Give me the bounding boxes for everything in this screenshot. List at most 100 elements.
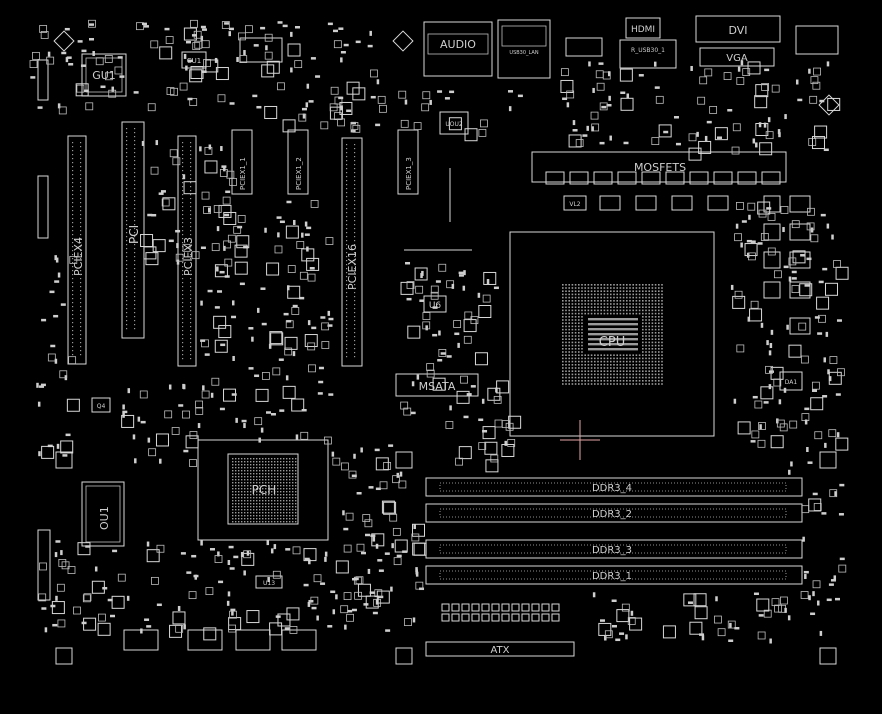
cpu-pin <box>658 357 660 360</box>
slot-pin <box>190 230 192 232</box>
smd-cap <box>343 544 352 553</box>
slot-pin <box>126 256 128 258</box>
pciex16-slot[interactable]: PCIEX16 <box>341 137 363 367</box>
slot-pin <box>72 294 74 296</box>
msata-connector[interactable]: MSATA <box>395 373 479 397</box>
pciex1-2-slot[interactable]: PCIEX1_2 <box>287 129 309 195</box>
pch-pin <box>265 509 267 511</box>
ddr3-1-slot[interactable]: DDR3_1 <box>425 565 803 585</box>
cpu-pin <box>632 360 634 363</box>
dvi-connector[interactable]: DVI <box>695 15 781 43</box>
cpu-center-bar <box>588 348 638 351</box>
pch-chip[interactable]: PCH <box>197 439 329 541</box>
pch-pin <box>289 458 291 460</box>
cpu-pin <box>587 290 590 292</box>
cpu-pin <box>654 373 657 376</box>
cpu-pin <box>626 284 628 286</box>
smd-resistor <box>831 234 834 240</box>
cpu-pin <box>600 380 602 382</box>
smd-cap <box>765 365 773 374</box>
cpu-socket[interactable]: CPU <box>509 231 715 460</box>
ou1-chip[interactable]: OU1 <box>81 481 125 547</box>
smd-ic <box>658 124 672 138</box>
pciex1-1-slot[interactable]: PCIEX1_1 <box>231 129 253 195</box>
smd-resistor <box>273 544 277 550</box>
pch-pin <box>295 458 297 460</box>
mosfets-area[interactable]: MOSFETS <box>531 151 787 183</box>
cpu-pin <box>645 309 647 312</box>
pch-pin <box>241 464 243 466</box>
cpu-pin <box>597 300 599 302</box>
cpu-pin <box>574 357 577 360</box>
da1-chip[interactable]: DA1 <box>779 371 803 391</box>
pciex3-slot[interactable]: PCIEX3 <box>177 135 197 367</box>
cpu-pin <box>651 325 654 328</box>
pch-pin <box>259 482 261 484</box>
smd-resistor <box>175 229 181 233</box>
pch-pin <box>256 473 258 475</box>
vl2-chip[interactable]: VL2 <box>563 195 587 211</box>
cpu-pin <box>619 354 622 356</box>
cpu-pin <box>565 316 567 318</box>
cpu-pin <box>562 373 564 376</box>
pch-pin <box>256 461 258 463</box>
ddr3-3-slot[interactable]: DDR3_3 <box>425 539 803 559</box>
cpu-pin <box>606 373 609 376</box>
pch-pin <box>265 494 267 496</box>
u6-chip[interactable]: U6 <box>423 295 447 313</box>
slot-pin <box>80 274 82 276</box>
ddr3-2-slot[interactable]: DDR3_2 <box>425 503 803 523</box>
pch-pin <box>244 461 246 463</box>
uou2-chip[interactable]: UOU2 <box>439 111 469 135</box>
smd-resistor <box>251 336 254 342</box>
smd-resistor <box>824 442 827 448</box>
smd-cap <box>453 320 462 328</box>
cpu-pin <box>600 360 602 363</box>
q4-chip[interactable]: Q4 <box>91 397 111 413</box>
cpu-pin <box>594 309 596 312</box>
slot-pin <box>134 236 136 238</box>
cpu-pin <box>648 284 650 286</box>
cpu-pin <box>568 351 570 353</box>
pch-pin <box>277 503 279 505</box>
smd-resistor <box>144 618 150 621</box>
pci-slot[interactable]: PCI <box>121 121 145 339</box>
u13-chip[interactable]: U13 <box>255 575 283 589</box>
cpu-pin <box>642 319 644 321</box>
smd-resistor <box>159 458 162 464</box>
smd-cap <box>463 335 472 344</box>
cpu-pin <box>590 357 593 360</box>
usb-lan-connector[interactable]: USB30_LAN <box>497 19 551 79</box>
r-usb-connector[interactable]: R_USB30_1 <box>619 39 677 69</box>
slot-pin <box>80 190 82 192</box>
slot-pin <box>182 282 184 284</box>
slot-pin <box>80 182 82 184</box>
slot-pin <box>80 262 82 264</box>
pch-pin <box>235 470 237 472</box>
pch-pin <box>250 488 252 490</box>
cpu-pin <box>590 293 593 296</box>
pch-pin <box>244 500 246 502</box>
hdmi-connector[interactable]: HDMI <box>625 17 661 39</box>
slot-pin <box>182 306 184 308</box>
pciex1-3-slot[interactable]: PCIEX1_3 <box>397 129 419 195</box>
slot-pin <box>190 334 192 336</box>
audio-connector[interactable]: AUDIO <box>423 21 493 77</box>
pch-pin <box>250 494 252 496</box>
pciex4-slot[interactable]: PCIEX4 <box>67 135 87 365</box>
atx-pin <box>441 613 450 622</box>
vga-connector[interactable]: VGA <box>699 47 775 67</box>
smd-resistor <box>41 607 47 610</box>
pch-pin <box>259 503 261 505</box>
cpu-pin <box>587 300 590 302</box>
gu1-chip[interactable]: GU1 <box>81 53 127 97</box>
slot-pin <box>80 234 82 236</box>
cpu-pin <box>574 344 577 347</box>
pch-pin <box>244 494 246 496</box>
slot-pin <box>72 314 74 316</box>
cpu-pin <box>562 380 564 382</box>
ddr3-4-slot[interactable]: DDR3_4 <box>425 477 803 497</box>
atx-power-connector[interactable]: ATX <box>425 641 575 657</box>
smd-resistor <box>807 461 813 464</box>
pch-pin <box>232 476 234 478</box>
